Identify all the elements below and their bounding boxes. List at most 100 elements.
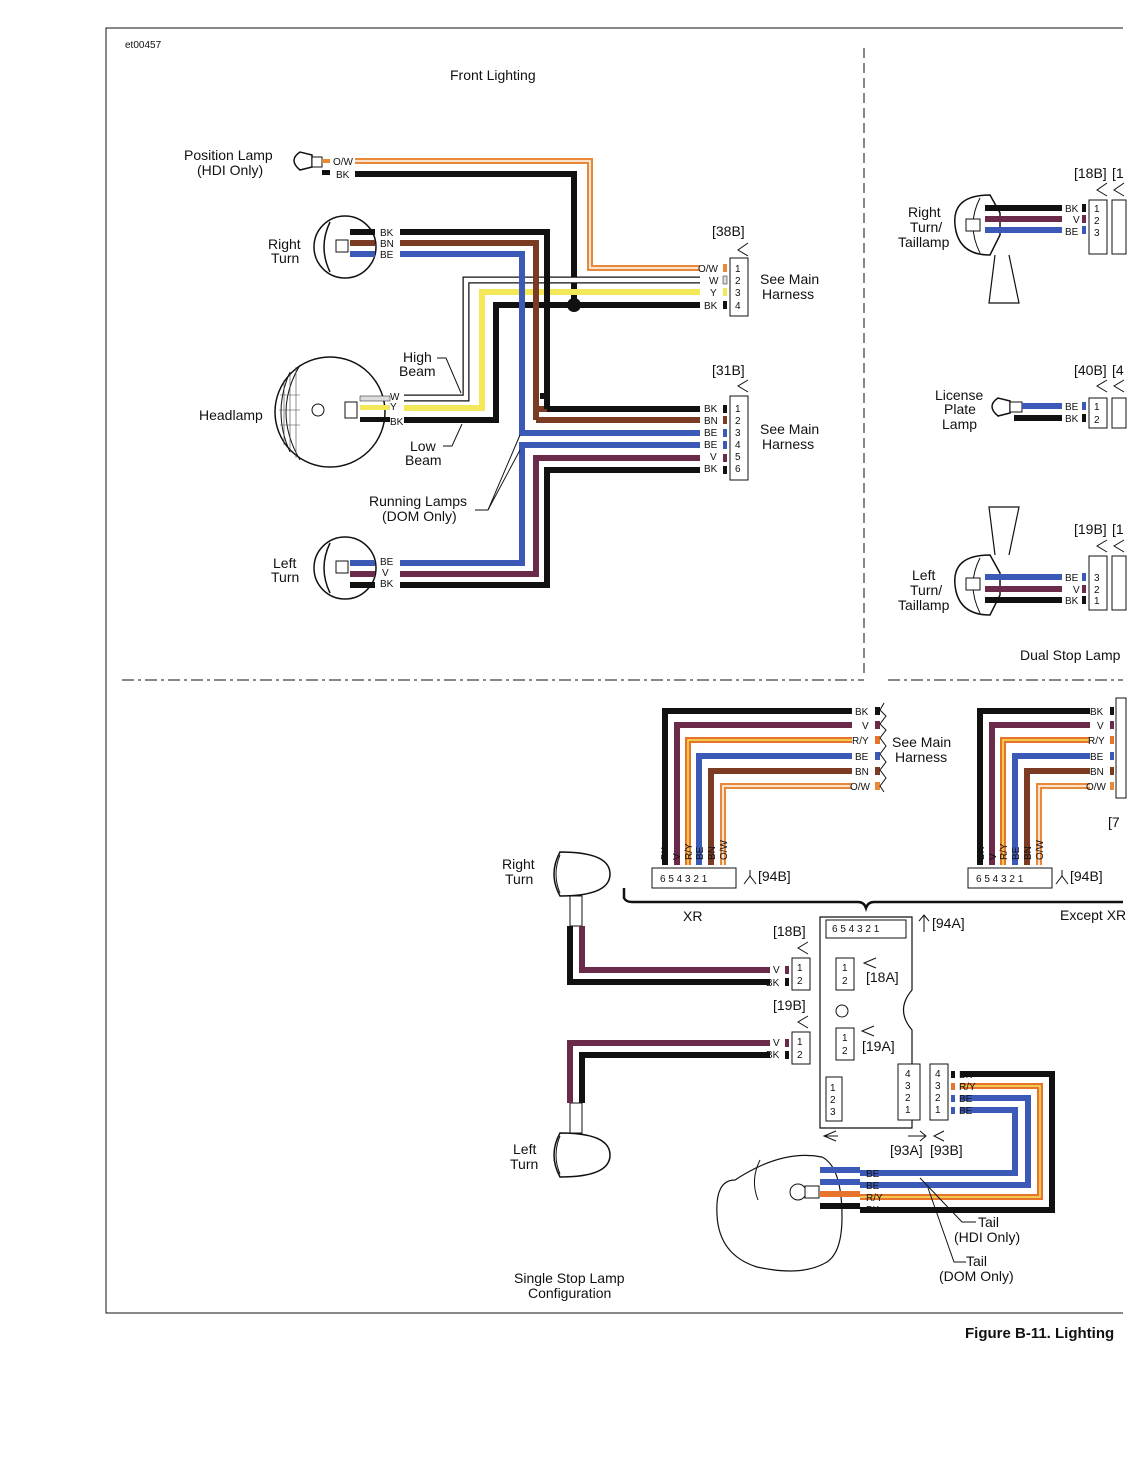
svg-text:High: High — [403, 349, 432, 365]
svg-text:O/W: O/W — [719, 839, 730, 860]
svg-text:V: V — [862, 721, 869, 732]
svg-text:Left: Left — [912, 567, 935, 583]
svg-text:Turn: Turn — [505, 871, 533, 887]
svg-text:BE: BE — [1065, 402, 1079, 413]
svg-text:See Main: See Main — [892, 734, 951, 750]
xr-harness — [662, 708, 852, 865]
svg-text:3: 3 — [905, 1081, 911, 1092]
xr-left-turn-lamp: Left Turn — [510, 1102, 611, 1178]
svg-text:(HDI Only): (HDI Only) — [197, 162, 263, 178]
svg-text:Turn: Turn — [510, 1156, 538, 1172]
svg-text:O/W: O/W — [850, 782, 871, 793]
svg-text:2: 2 — [830, 1095, 836, 1106]
svg-text:Left: Left — [513, 1141, 536, 1157]
svg-text:Turn/: Turn/ — [910, 219, 942, 235]
connector-31b: [31B] 12 34 56 BK BN BE BE V BK See Main… — [704, 362, 819, 481]
svg-text:[18B]: [18B] — [1074, 165, 1107, 181]
see-main-harness-31b: See Main — [760, 421, 819, 437]
svg-text:6: 6 — [735, 464, 741, 475]
svg-text:BK: BK — [704, 301, 718, 312]
svg-text:[7: [7 — [1108, 814, 1120, 830]
svg-text:3: 3 — [1094, 573, 1100, 584]
svg-text:Y: Y — [390, 402, 397, 413]
wire-bk-right-turn — [400, 229, 550, 399]
svg-text:5: 5 — [735, 452, 741, 463]
svg-text:BE: BE — [866, 1181, 880, 1192]
svg-text:R/Y: R/Y — [866, 1193, 883, 1204]
svg-text:2: 2 — [842, 1046, 848, 1057]
svg-text:Turn/: Turn/ — [910, 582, 942, 598]
svg-text:Position Lamp: Position Lamp — [184, 147, 273, 163]
svg-text:2: 2 — [1094, 216, 1100, 227]
svg-text:BK: BK — [704, 464, 718, 475]
svg-text:V: V — [773, 965, 780, 976]
svg-text:BK: BK — [976, 846, 987, 860]
connector-18b-xr: [18B] V BK 12 — [766, 923, 811, 991]
svg-text:Harness: Harness — [762, 436, 814, 452]
doc-id: et00457 — [125, 40, 162, 51]
license-plate-lamp: License Plate Lamp BE BK 12 [40B] [4 — [935, 362, 1127, 432]
svg-text:BK: BK — [660, 846, 671, 860]
svg-text:V: V — [1073, 585, 1080, 596]
connector-38b: [38B] 12 34 O/W W Y BK See Main Harness — [698, 223, 819, 317]
svg-text:2: 2 — [1094, 585, 1100, 596]
xr-harness-labels: BK V R/Y BE BN O/W See Main Harness BK V… — [651, 702, 951, 889]
svg-text:1: 1 — [1094, 402, 1100, 413]
connector-19b-xr: [19B] V BK 12 — [766, 997, 811, 1065]
svg-text:V: V — [1073, 215, 1080, 226]
svg-text:4: 4 — [735, 440, 741, 451]
low-beam-callout: Low Beam — [405, 423, 463, 468]
svg-text:BK: BK — [766, 978, 780, 989]
svg-text:R/Y: R/Y — [852, 736, 869, 747]
svg-text:V: V — [988, 853, 999, 860]
svg-text:1: 1 — [842, 963, 848, 974]
svg-text:BE: BE — [704, 440, 718, 451]
svg-text:Running Lamps: Running Lamps — [369, 493, 467, 509]
see-main-harness-38b: See Main — [760, 271, 819, 287]
svg-text:BE: BE — [1090, 752, 1104, 763]
svg-text:BN: BN — [855, 767, 869, 778]
svg-text:4: 4 — [735, 301, 741, 312]
svg-text:BK: BK — [336, 170, 350, 181]
position-lamp: Position Lamp (HDI Only) O/W BK — [184, 147, 354, 181]
svg-text:BK: BK — [959, 1070, 973, 1081]
wire-bk-left-turn — [400, 467, 700, 588]
svg-text:[94A]: [94A] — [932, 915, 965, 931]
svg-text:R/Y: R/Y — [999, 843, 1010, 860]
svg-text:Tail: Tail — [966, 1253, 987, 1269]
svg-text:Right: Right — [908, 204, 941, 220]
svg-text:1: 1 — [797, 963, 803, 974]
wire-be-left-turn — [400, 442, 700, 566]
front-wires — [355, 158, 700, 588]
svg-text:1: 1 — [830, 1083, 836, 1094]
svg-text:[1: [1 — [1112, 165, 1124, 181]
svg-text:[94B]: [94B] — [758, 868, 791, 884]
svg-text:[18A]: [18A] — [866, 969, 899, 985]
svg-text:O/W: O/W — [698, 264, 719, 275]
svg-text:BK: BK — [380, 579, 394, 590]
svg-text:BK: BK — [766, 1050, 780, 1061]
except-xr-labels: BK V R/Y BE BN O/W [7 BK V R/Y BE BN O/W… — [967, 697, 1127, 889]
svg-text:BE: BE — [959, 1106, 973, 1117]
lighting-module: 6 5 4 3 2 1 [94A] 12 [18A] 12 [19A] 123 … — [819, 914, 976, 1158]
svg-text:Plate: Plate — [944, 401, 976, 417]
svg-text:R/Y: R/Y — [684, 843, 695, 860]
svg-text:V: V — [773, 1038, 780, 1049]
svg-text:2: 2 — [797, 1050, 803, 1061]
svg-text:[31B]: [31B] — [712, 362, 745, 378]
svg-text:Beam: Beam — [405, 452, 442, 468]
svg-text:[19A]: [19A] — [862, 1038, 895, 1054]
svg-text:R/Y: R/Y — [1088, 736, 1105, 747]
svg-text:[94B]: [94B] — [1070, 868, 1103, 884]
svg-text:BE: BE — [866, 1169, 880, 1180]
svg-text:Harness: Harness — [895, 749, 947, 765]
svg-text:Right: Right — [268, 236, 301, 252]
svg-text:V: V — [672, 853, 683, 860]
high-beam-callout: High Beam — [399, 349, 462, 394]
svg-text:1: 1 — [842, 1033, 848, 1044]
svg-text:BK: BK — [704, 404, 718, 415]
svg-text:BE: BE — [1011, 846, 1022, 860]
single-stop-subtitle: Configuration — [528, 1285, 611, 1301]
headlamp: Headlamp W Y BK — [199, 356, 404, 468]
